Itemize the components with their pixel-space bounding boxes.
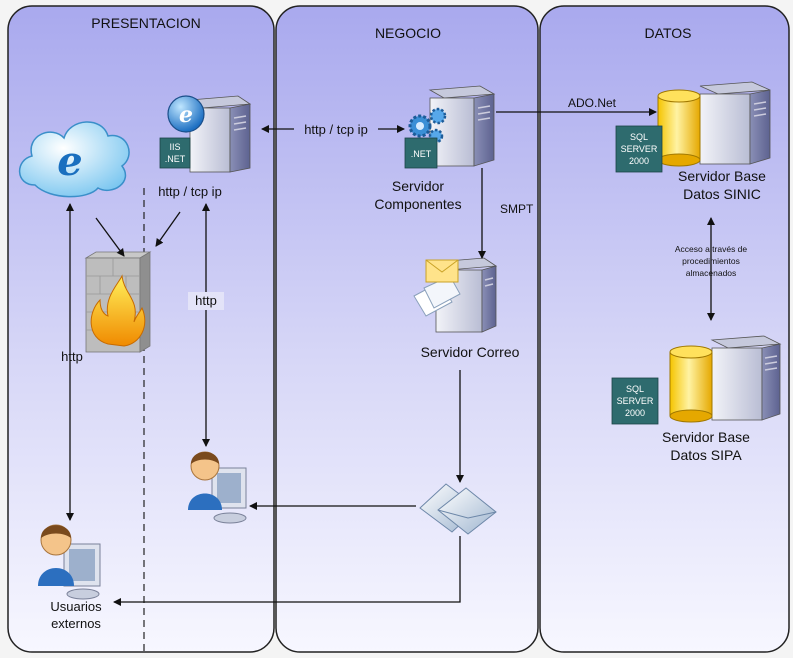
edge-envelopes-to-external-user (113, 536, 461, 606)
svg-text:SQL: SQL (626, 384, 644, 394)
svg-text:e: e (179, 102, 193, 128)
http-left-label: http (61, 349, 83, 364)
svg-text:2000: 2000 (625, 408, 645, 418)
sinic-server-icon (699, 81, 771, 165)
http-mid-label: http (195, 293, 217, 308)
http-tcp-ip-web-label: http / tcp ip (158, 184, 222, 199)
sipa-database-icon (669, 345, 713, 423)
datos-panel (539, 5, 790, 653)
sipa-server-label-2: Datos SIPA (670, 447, 742, 463)
svg-text:.NET: .NET (411, 149, 432, 159)
sinic-server-label: Servidor Base (678, 168, 766, 184)
ado-net-label: ADO.Net (568, 96, 617, 110)
datos-title: DATOS (645, 25, 692, 41)
svg-text:SQL: SQL (630, 132, 648, 142)
svg-text:SERVER: SERVER (621, 144, 658, 154)
sinic-database-icon (657, 89, 701, 167)
firewall-icon (84, 251, 152, 353)
external-users-label-2: externos (51, 616, 101, 631)
svg-text:IIS: IIS (169, 142, 180, 152)
sipa-server-icon (710, 335, 782, 421)
internal-user-icon (188, 451, 247, 524)
acceso-label-2: procedimientos (682, 256, 740, 266)
sql-server-badge-sinic: SQL SERVER 2000 (615, 125, 663, 173)
negocio-title: NEGOCIO (375, 25, 441, 41)
http-tcp-ip-top-label: http / tcp ip (304, 122, 368, 137)
acceso-label: Acceso a través de (675, 244, 748, 254)
component-server-icon (428, 85, 496, 167)
web-server-icon (188, 95, 252, 173)
svg-text:2000: 2000 (629, 156, 649, 166)
edge-web-to-firewall (155, 211, 181, 247)
external-users-label: Usuarios (50, 599, 102, 614)
internet-cloud-icon: e (18, 121, 130, 198)
mail-server-label: Servidor Correo (421, 344, 520, 360)
external-user-icon (38, 524, 101, 600)
net-badge: .NET (404, 137, 438, 169)
smpt-label: SMPT (500, 202, 534, 216)
svg-text:e: e (57, 138, 82, 185)
envelopes-icon (419, 483, 497, 535)
svg-text:SERVER: SERVER (617, 396, 654, 406)
ie-globe-icon: e (167, 95, 205, 133)
gears-icon (408, 107, 447, 144)
sipa-server-label: Servidor Base (662, 429, 750, 445)
presentacion-title: PRESENTACION (91, 15, 200, 31)
sinic-server-label-2: Datos SINIC (683, 186, 761, 202)
iis-net-badge: IIS .NET (159, 137, 191, 169)
acceso-label-3: almacenados (686, 268, 737, 278)
mail-stack-icon (413, 259, 461, 317)
component-server-label-2: Componentes (374, 196, 461, 212)
component-server-label: Servidor (392, 178, 444, 194)
svg-text:.NET: .NET (165, 154, 186, 164)
negocio-panel (275, 5, 539, 653)
sql-server-badge-sipa: SQL SERVER 2000 (611, 377, 659, 425)
edge-cloud-to-firewall (95, 217, 125, 257)
